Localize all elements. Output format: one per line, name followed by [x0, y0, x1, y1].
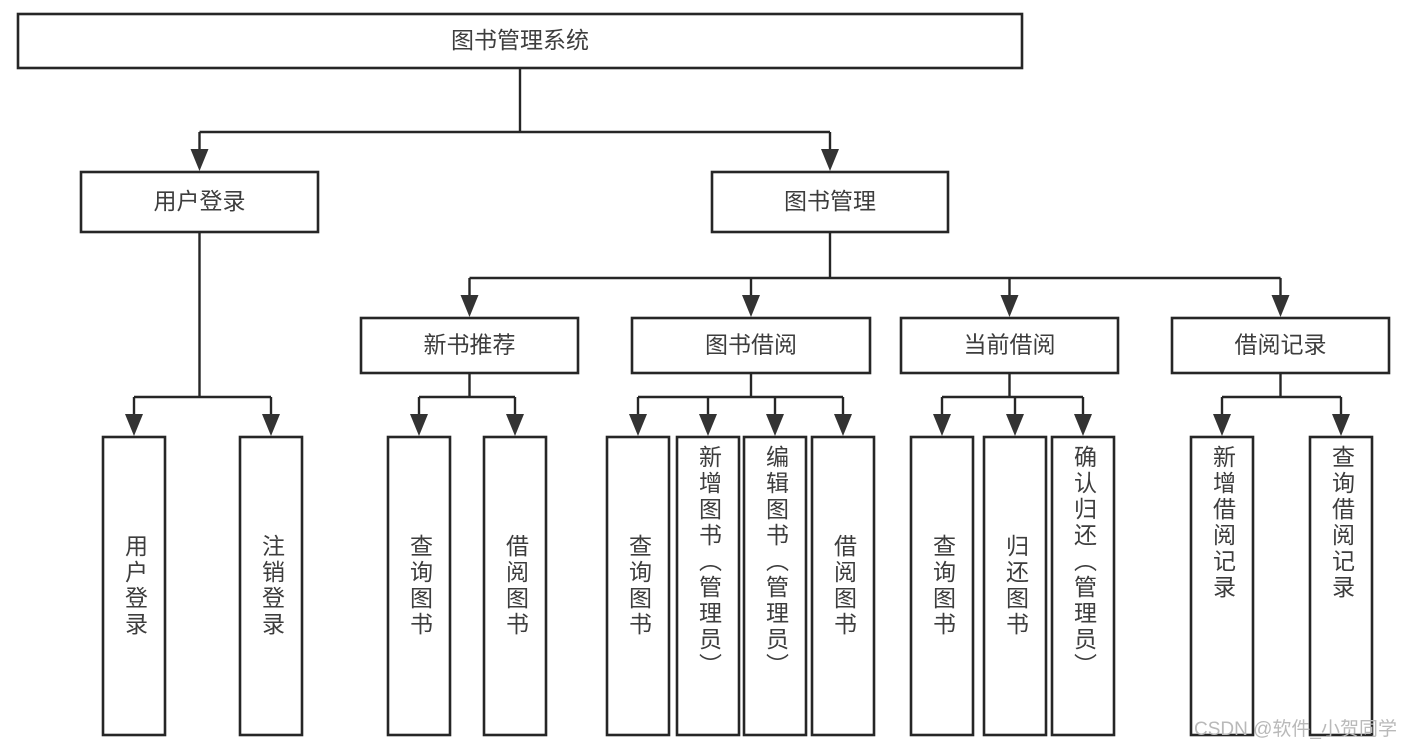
- node-leaf-cur-return-book[interactable]: [982, 435, 1048, 737]
- node-box-leaf-rec-query-record[interactable]: [1308, 435, 1374, 737]
- watermark-text: CSDN @软件_小贺同学: [1194, 719, 1397, 740]
- node-current-borrow[interactable]: [899, 316, 1120, 375]
- node-boxes-layer: [16, 12, 1391, 737]
- node-box-borrow-record[interactable]: [1170, 316, 1391, 375]
- node-new-book-rec[interactable]: [359, 316, 580, 375]
- node-label-user-login: 用户登录: [154, 188, 246, 214]
- node-leaf-brw-edit-book[interactable]: [742, 435, 808, 737]
- node-label-borrow-record: 借阅记录: [1235, 332, 1327, 358]
- node-box-book-borrow[interactable]: [630, 316, 872, 375]
- node-leaf-brw-add-book[interactable]: [675, 435, 741, 737]
- node-user-login[interactable]: [79, 170, 320, 234]
- node-root[interactable]: [16, 12, 1024, 70]
- node-box-leaf-brw-add-book[interactable]: [675, 435, 741, 737]
- node-box-leaf-brw-edit-book[interactable]: [742, 435, 808, 737]
- node-leaf-user-login[interactable]: [101, 435, 167, 737]
- node-box-leaf-rec-borrow-book[interactable]: [482, 435, 548, 737]
- node-box-leaf-user-logout[interactable]: [238, 435, 304, 737]
- node-book-borrow[interactable]: [630, 316, 872, 375]
- node-box-leaf-brw-borrow-book[interactable]: [810, 435, 876, 737]
- node-label-root: 图书管理系统: [451, 27, 589, 53]
- node-label-book-borrow: 图书借阅: [705, 332, 797, 358]
- node-leaf-brw-borrow-book[interactable]: [810, 435, 876, 737]
- node-label-book-manage: 图书管理: [784, 188, 876, 214]
- node-leaf-brw-query-book[interactable]: [605, 435, 671, 737]
- node-box-current-borrow[interactable]: [899, 316, 1120, 375]
- node-box-leaf-brw-query-book[interactable]: [605, 435, 671, 737]
- node-leaf-cur-query-book[interactable]: [909, 435, 975, 737]
- node-label-current-borrow: 当前借阅: [964, 332, 1056, 358]
- node-leaf-user-logout[interactable]: [238, 435, 304, 737]
- node-box-user-login[interactable]: [79, 170, 320, 234]
- node-leaf-rec-borrow-book[interactable]: [482, 435, 548, 737]
- node-box-new-book-rec[interactable]: [359, 316, 580, 375]
- node-leaf-rec-add-record[interactable]: [1189, 435, 1255, 737]
- node-box-leaf-cur-query-book[interactable]: [909, 435, 975, 737]
- node-box-leaf-user-login[interactable]: [101, 435, 167, 737]
- node-leaf-rec-query-book[interactable]: [386, 435, 452, 737]
- node-book-manage[interactable]: [710, 170, 950, 234]
- node-box-leaf-cur-confirm-ret[interactable]: [1050, 435, 1116, 737]
- node-box-leaf-rec-add-record[interactable]: [1189, 435, 1255, 737]
- node-box-leaf-cur-return-book[interactable]: [982, 435, 1048, 737]
- node-label-new-book-rec: 新书推荐: [424, 332, 516, 358]
- connectors-layer: [125, 68, 1350, 436]
- node-leaf-rec-query-record[interactable]: [1308, 435, 1374, 737]
- node-leaf-cur-confirm-ret[interactable]: [1050, 435, 1116, 737]
- node-box-leaf-rec-query-book[interactable]: [386, 435, 452, 737]
- node-box-book-manage[interactable]: [710, 170, 950, 234]
- node-borrow-record[interactable]: [1170, 316, 1391, 375]
- node-box-root[interactable]: [16, 12, 1024, 70]
